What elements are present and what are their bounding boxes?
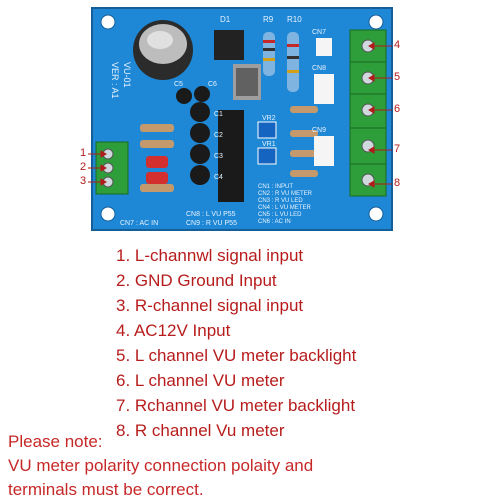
amplifier-ic [218, 110, 244, 202]
cn7-header [316, 38, 332, 56]
mounting-hole [368, 14, 384, 30]
terminal-number-2: 2 [80, 161, 87, 173]
svg-text:CN8: CN8 [312, 65, 326, 72]
r10-resistor [287, 32, 299, 92]
svg-text:C1: C1 [214, 111, 223, 118]
cn9-header [314, 136, 334, 166]
terminal-number-4: 4 [394, 39, 401, 51]
r9-resistor [263, 32, 275, 76]
silk-cn5: CN5 : L VU LED [258, 212, 302, 218]
version-text: VER : A1 [110, 62, 120, 99]
capacitor-c5 [176, 88, 192, 104]
note-title: Please note: [8, 432, 103, 451]
pin-item-5: 5. L channel VU meter backlight [116, 346, 357, 365]
red-capacitor [146, 172, 168, 184]
svg-text:CN9: CN9 [312, 127, 326, 134]
terminal-number-7: 7 [394, 143, 401, 155]
svg-text:VR2: VR2 [262, 115, 276, 122]
svg-text:C3: C3 [214, 153, 223, 160]
svg-text:CN7: CN7 [312, 29, 326, 36]
pcb-photo: VU-01 VER : A1 D1 R9 R10 C1 C2 C3 C4 C5 [0, 0, 500, 238]
capacitor-c6 [194, 86, 210, 102]
resistor [140, 140, 174, 148]
svg-text:C2: C2 [214, 132, 223, 139]
pcb-board-image: VU-01 VER : A1 D1 R9 R10 C1 C2 C3 C4 C5 [88, 7, 393, 231]
pin-item-6: 6. L channel VU meter [116, 371, 285, 390]
note-line-1: VU meter polarity connection polaity and [8, 456, 314, 475]
pin-description-list: 1. L-channwl signal input 2. GND Ground … [116, 243, 356, 443]
cn8-header [314, 74, 334, 104]
polarity-note: Please note: VU meter polarity connectio… [8, 430, 498, 502]
pin-item-1: 1. L-channwl signal input [116, 246, 304, 265]
vr2-pot [257, 121, 277, 139]
pin-item-3: 3. R-channel signal input [116, 296, 304, 315]
note-line-2: terminals must be correct. [8, 480, 204, 499]
silk-cn6: CN6 : AC IN [258, 219, 291, 225]
silk-cn4: CN4 : L VU METER [258, 205, 311, 211]
mounting-hole [100, 14, 116, 30]
terminal-number-1: 1 [80, 147, 87, 159]
svg-text:C4: C4 [214, 174, 223, 181]
d1-label: D1 [220, 15, 231, 24]
terminal-number-5: 5 [394, 71, 401, 83]
pin-item-2: 2. GND Ground Input [116, 271, 277, 290]
pin-item-8: 8. R channel Vu meter [116, 421, 285, 440]
silk-cn2: CN2 : R VU METER [258, 191, 313, 197]
svg-text:VR1: VR1 [262, 141, 276, 148]
silk-bottom-left: CN7 : AC IN [120, 220, 158, 227]
terminal-number-6: 6 [394, 103, 401, 115]
mounting-hole [100, 206, 116, 222]
terminal-number-8: 8 [394, 177, 401, 189]
vr1-pot [257, 147, 277, 165]
mounting-hole [368, 206, 384, 222]
pin-item-4: 4. AC12V Input [116, 321, 231, 340]
svg-text:C5: C5 [174, 81, 183, 88]
silk-cn3: CN3 : R VU LED [258, 198, 303, 204]
r10-label: R10 [287, 15, 302, 24]
capacitor-c3 [190, 144, 210, 164]
capacitor-c2 [190, 123, 210, 143]
silk-cn1: CN1 : INPUT [258, 184, 293, 190]
r9-label: R9 [263, 15, 274, 24]
silk-bottom-2: CN9 : R VU P55 [186, 220, 237, 227]
model-text: VU-01 [122, 62, 132, 88]
capacitor-c4 [190, 165, 210, 185]
pin-item-7: 7. Rchannel VU meter backlight [116, 396, 356, 415]
silk-bottom-1: CN8 : L VU P55 [186, 211, 236, 218]
capacitor-c1 [190, 102, 210, 122]
resistor [140, 124, 174, 132]
terminal-number-3: 3 [80, 175, 87, 187]
red-capacitor [146, 156, 168, 168]
d1-chip [214, 30, 244, 60]
resistor [140, 184, 174, 192]
svg-text:C6: C6 [208, 81, 217, 88]
